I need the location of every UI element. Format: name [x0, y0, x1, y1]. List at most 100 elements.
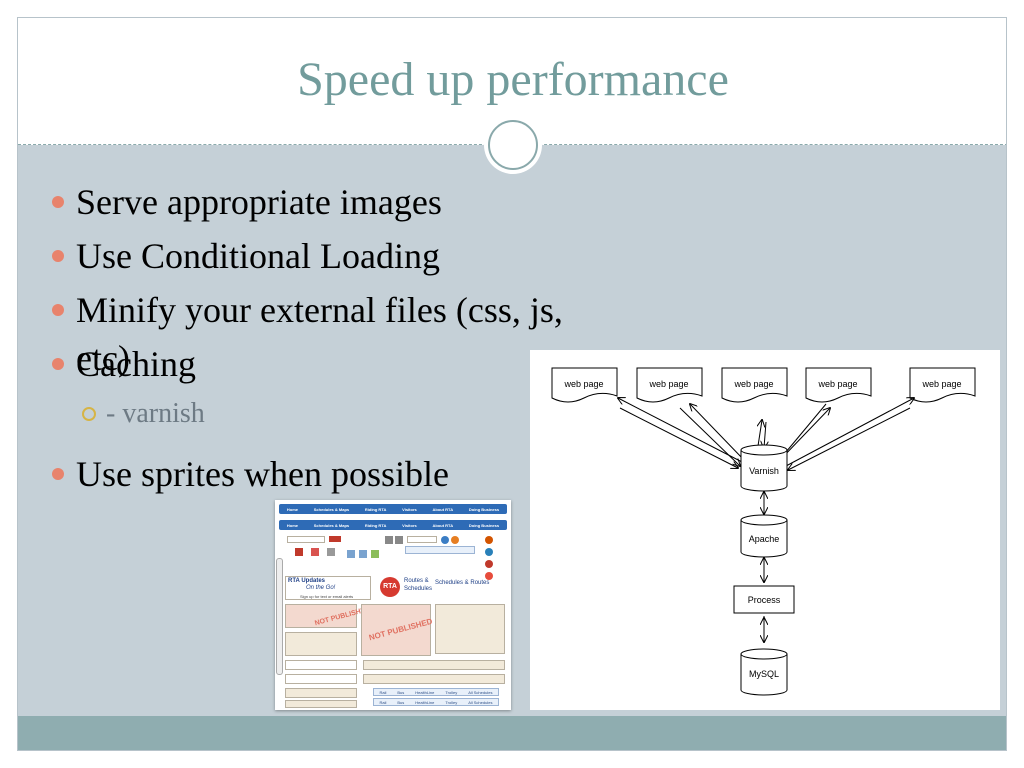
link-trolley: Trolley [445, 699, 458, 705]
web-page-node: web page [636, 367, 703, 403]
rta-logo: RTA [380, 577, 400, 597]
mysql-node: MySQL [740, 648, 788, 696]
sprite-blue-strip [405, 546, 475, 554]
mysql-label: MySQL [749, 669, 779, 679]
varnish-node: Varnish [740, 444, 788, 492]
circle-icon [451, 536, 459, 544]
sprite-pink-box: NOT PUBLISHED [361, 604, 434, 656]
circle-icon [485, 548, 493, 556]
link-trolley: Trolley [445, 689, 458, 695]
sprite-sheet-image: Home Schedules & Maps Riding RTA Visitor… [275, 500, 511, 710]
web-page-node: web page [551, 367, 618, 403]
circle-icon [441, 536, 449, 544]
sub-bullet-item: - varnish [52, 394, 612, 450]
slide: Speed up performance Serve appropriate i… [17, 17, 1007, 751]
sprite-small-input [407, 536, 437, 543]
nav-item: Doing Business [468, 522, 500, 528]
web-page-node: web page [909, 367, 976, 403]
sprite-updates-box: RTA Updates On the Go! Sign up for text … [285, 576, 371, 600]
nav-item: About RTA [432, 506, 454, 512]
bullet-item: Serve appropriate images [52, 178, 612, 232]
bullet-text: Serve appropriate images [76, 182, 442, 222]
link-healthline: HealthLine [415, 699, 435, 705]
sprite-white-box [285, 660, 357, 670]
routes-title-2: Schedules [404, 586, 433, 592]
sprite-beige-box [435, 604, 505, 654]
bullet-item: Use Conditional Loading [52, 232, 612, 286]
nav-item: Doing Business [468, 506, 500, 512]
sprite-search-field [287, 536, 325, 543]
updates-title: RTA Updates [288, 578, 326, 584]
sprite-beige-box [363, 674, 505, 684]
web-page-node: web page [805, 367, 872, 403]
bullet-item: Minify your external files (css, js, etc… [52, 286, 612, 378]
nav-item: Riding RTA [364, 522, 387, 528]
link-bus: Bus [397, 689, 405, 695]
bullet-dot-icon [52, 304, 64, 316]
sprite-pink-box: NOT PUBLISHED [285, 604, 371, 628]
nav-item: Visitors [402, 506, 417, 512]
bullet-text: Use sprites when possible [76, 454, 449, 494]
not-published-label: NOT PUBLISHED [367, 616, 434, 643]
sprite-link-row: Rail Bus HealthLine Trolley All Schedule… [373, 688, 499, 696]
nav-item: Riding RTA [364, 506, 387, 512]
nav-item: About RTA [432, 522, 454, 528]
sub-bullet-text: - varnish [106, 398, 205, 429]
routes-title: Routes & [404, 578, 429, 584]
web-page-label: web page [817, 379, 857, 389]
bullet-dot-icon [52, 196, 64, 208]
nav-item: Home [286, 506, 298, 512]
bullet-list: Serve appropriate images Use Conditional… [52, 178, 612, 504]
bullet-dot-icon [52, 358, 64, 370]
nav-item: Schedules & Maps [313, 506, 350, 512]
web-page-label: web page [563, 379, 603, 389]
varnish-architecture-diagram: web page web page web page web page web … [530, 350, 1000, 710]
nav-item: Home [286, 522, 298, 528]
web-page-label: web page [921, 379, 961, 389]
bullet-dot-icon [52, 250, 64, 262]
circle-icon [485, 536, 493, 544]
bullet-item: Use sprites when possible [52, 450, 612, 504]
web-page-node: web page [721, 367, 788, 403]
apache-node: Apache [740, 514, 788, 558]
web-page-label: web page [733, 379, 773, 389]
bullet-dot-icon [52, 468, 64, 480]
link-rail: Rail [379, 699, 387, 705]
link-bus: Bus [397, 699, 405, 705]
diagram-svg: web page web page web page web page web … [551, 367, 976, 696]
link-all-schedules: All Schedules [468, 699, 493, 705]
apache-label: Apache [749, 534, 780, 544]
link-healthline: HealthLine [415, 689, 435, 695]
arrow-icon [327, 548, 335, 556]
sprite-beige-box [285, 632, 357, 656]
process-label: Process [748, 595, 781, 605]
sprite-beige-box [363, 660, 505, 670]
circle-icon [485, 560, 493, 568]
sprite-beige-box [285, 688, 357, 698]
sprite-link-row: Rail Bus HealthLine Trolley All Schedule… [373, 698, 499, 706]
routes-right: Schedules & Routes [435, 580, 490, 586]
next-icon [395, 536, 403, 544]
bullet-text: Caching [76, 344, 196, 384]
alert-icon [295, 548, 303, 556]
bullet-item: Caching [52, 340, 612, 394]
map-icon [371, 550, 379, 558]
sprite-go-icon [329, 536, 341, 542]
grid-icon [359, 550, 367, 558]
slide-title: Speed up performance [297, 53, 729, 106]
sprite-scrollbar [276, 558, 283, 675]
slide-footer-band [18, 716, 1006, 750]
process-node: Process [733, 585, 795, 614]
circle-icon [485, 572, 493, 580]
list-icon [347, 550, 355, 558]
updates-subtitle: On the Go! [306, 585, 336, 591]
sprite-beige-box [285, 700, 357, 708]
link-rail: Rail [379, 689, 387, 695]
sub-bullet-ring-icon [82, 407, 96, 421]
prev-icon [385, 536, 393, 544]
updates-small: Sign up for text or email alerts [300, 594, 354, 599]
title-divider-ring [488, 120, 538, 170]
web-page-label: web page [648, 379, 688, 389]
bullet-text: Use Conditional Loading [76, 236, 440, 276]
varnish-label: Varnish [749, 466, 779, 476]
